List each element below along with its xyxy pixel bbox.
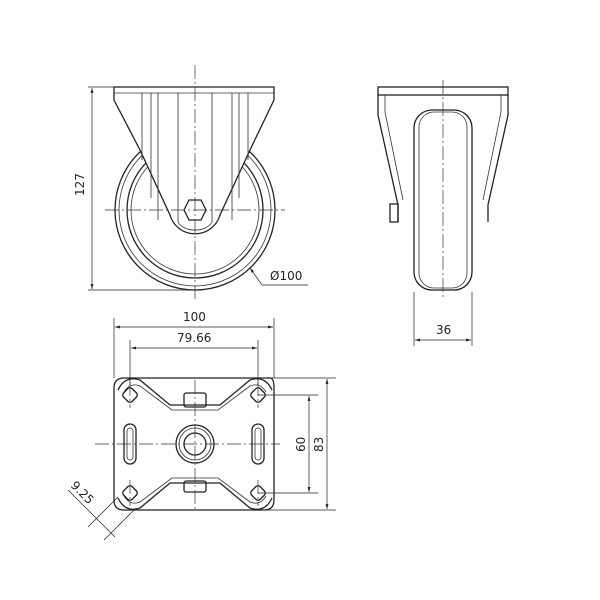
mounting-holes — [122, 387, 266, 501]
side-axle-nut — [389, 203, 399, 223]
width-label: 36 — [436, 323, 451, 337]
fork-bracket — [113, 86, 275, 235]
plate-outline — [113, 377, 275, 511]
hole-spacing-y-label: 60 — [294, 437, 308, 452]
plate-width-label: 100 — [183, 310, 206, 324]
hole-diameter-label: 9.25 — [68, 478, 97, 507]
hole-spacing-x-label: 79.66 — [177, 331, 211, 345]
front-view: 127 Ø100 — [73, 65, 308, 300]
plate-length-label: 83 — [312, 437, 326, 452]
plate-view: 100 79.66 83 60 9.25 — [67, 310, 336, 541]
side-view: 36 — [377, 80, 509, 346]
diameter-label: Ø100 — [270, 269, 302, 283]
diameter-leader — [249, 267, 308, 286]
height-label: 127 — [73, 173, 87, 196]
